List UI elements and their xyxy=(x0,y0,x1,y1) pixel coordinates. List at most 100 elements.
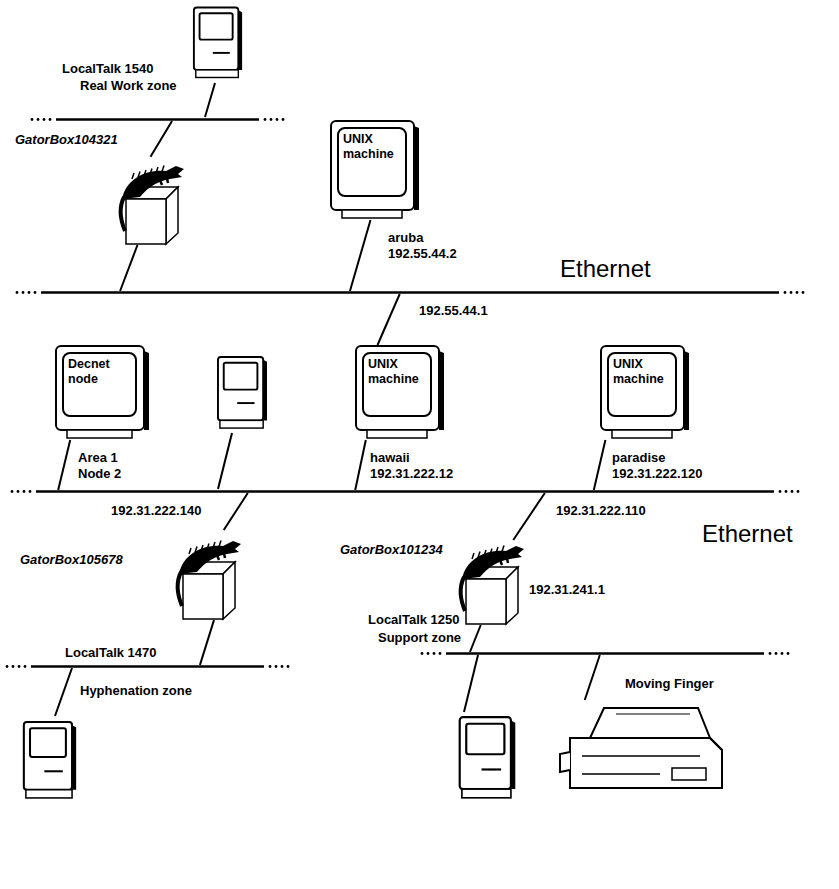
printer-controls xyxy=(672,768,706,780)
bus-dot xyxy=(787,652,790,655)
bus-dot xyxy=(37,118,40,121)
alligator-tail xyxy=(178,572,182,606)
monitor-shadow xyxy=(144,351,149,430)
mac-computer xyxy=(218,357,267,428)
bus-dot xyxy=(270,118,273,121)
monitor-screen xyxy=(608,353,676,416)
alligator-legs xyxy=(130,174,168,195)
cube-side xyxy=(223,562,235,619)
node-label: GatorBox105678 xyxy=(20,552,123,568)
monitor-body xyxy=(56,346,144,430)
network-link xyxy=(120,245,137,291)
alligator-scales xyxy=(207,544,209,550)
monitor-shadow xyxy=(684,351,689,430)
bus-dot xyxy=(282,118,285,121)
monitor-base xyxy=(612,430,672,438)
alligator-tail xyxy=(121,197,125,231)
bus-dot xyxy=(22,291,25,294)
bus-dot xyxy=(11,490,14,493)
bus-dot xyxy=(24,665,27,668)
monitor-shadow xyxy=(414,126,419,210)
alligator-scales xyxy=(156,167,158,173)
network-link xyxy=(585,655,600,700)
network-link xyxy=(224,493,248,530)
network-label: LocalTalk 1470 xyxy=(65,645,157,661)
bus-dot xyxy=(275,665,278,668)
monitor-body xyxy=(331,121,414,210)
bus-line xyxy=(36,490,774,493)
printer-slot xyxy=(582,755,700,757)
printer-tray xyxy=(560,752,570,772)
alligator-scales xyxy=(484,550,486,556)
alligator-scales xyxy=(478,552,480,558)
computer-node: Decnet nodeArea 1 Node 2 xyxy=(55,345,150,440)
gator-shape xyxy=(118,155,183,245)
network-label: Ethernet xyxy=(702,520,793,548)
cube-front xyxy=(466,579,506,624)
node-label: GatorBox104321 xyxy=(15,132,118,148)
screen-text: UNIX machine xyxy=(613,357,669,387)
printer-feed xyxy=(616,714,690,715)
printer-node: Moving Finger xyxy=(560,700,725,792)
drop-line xyxy=(55,668,72,716)
bus-dot xyxy=(433,652,436,655)
alligator-scales xyxy=(201,545,203,551)
monitor-body xyxy=(356,346,439,430)
alligator-scales xyxy=(189,548,191,554)
bus-dot xyxy=(281,665,284,668)
alligator-scales xyxy=(496,547,498,553)
address-label: 192.55.44.1 xyxy=(418,303,489,319)
node-label: paradise 192.31.222.120 xyxy=(612,450,702,482)
bus-dot xyxy=(43,118,46,121)
drop-line xyxy=(218,433,232,489)
gator-shape xyxy=(458,540,523,625)
address-label: 192.31.222.110 xyxy=(555,503,647,519)
network-link xyxy=(594,440,606,490)
bus-dot xyxy=(802,291,805,294)
alligator-tail xyxy=(461,577,465,611)
address-label: 192.31.222.140 xyxy=(110,503,202,519)
bus-shape xyxy=(420,652,790,655)
network-label: Real Work zone xyxy=(80,78,177,94)
alligator-scales xyxy=(144,170,146,176)
monitor-base xyxy=(342,210,402,218)
gatorbox-node: GatorBox104321 xyxy=(118,155,183,245)
network-label: Hyphenation zone xyxy=(80,683,192,699)
printer-edge xyxy=(710,738,722,750)
bus-dot xyxy=(779,490,782,493)
bus-dot xyxy=(781,652,784,655)
network-link xyxy=(355,440,366,490)
screen-text: UNIX machine xyxy=(343,132,399,162)
alligator-scales xyxy=(472,553,474,559)
bus-dot xyxy=(791,490,794,493)
computer-node: UNIX machinehawaii 192.31.222.12 xyxy=(355,345,445,440)
network-link xyxy=(350,220,371,291)
computer-node: UNIX machinearuba 192.55.44.2 xyxy=(330,120,420,220)
network-link xyxy=(200,620,214,665)
bus-dot xyxy=(31,118,34,121)
bus-line xyxy=(56,118,259,121)
alligator xyxy=(178,541,241,607)
printer-shape xyxy=(560,700,725,792)
monitor-screen xyxy=(63,353,136,416)
mac-computer xyxy=(194,8,242,78)
network-link xyxy=(151,121,173,157)
alligator-legs xyxy=(187,549,225,570)
node-label: hawaii 192.31.222.12 xyxy=(370,450,453,482)
bus-dot xyxy=(790,291,793,294)
bus-line xyxy=(31,665,264,668)
alligator-legs xyxy=(470,554,508,575)
monitor-screen xyxy=(338,128,406,196)
network-link xyxy=(58,440,70,490)
bus-dot xyxy=(775,652,778,655)
network-label: LocalTalk 1540 xyxy=(62,61,154,77)
network-bus: Ethernet xyxy=(10,490,800,493)
alligator-scales xyxy=(195,547,197,553)
bus-dot xyxy=(769,652,772,655)
printer-panel xyxy=(582,773,660,775)
monitor-screen xyxy=(363,353,431,416)
network-link xyxy=(378,294,400,345)
bus-dot xyxy=(797,490,800,493)
cube-side xyxy=(166,187,178,244)
alligator-body xyxy=(179,541,241,574)
